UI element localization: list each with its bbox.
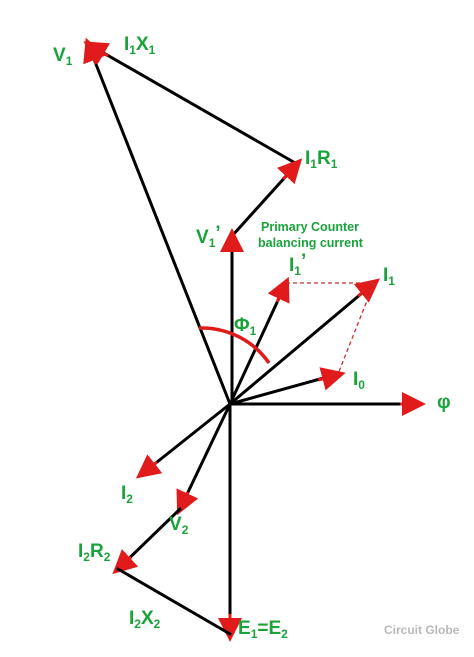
i1-phasor-line	[228, 281, 376, 406]
v1-phasor-line	[86, 42, 232, 406]
dashed-i1-i0	[337, 282, 375, 375]
i2x2-drop-line	[116, 567, 232, 636]
i0-arrow	[317, 367, 346, 391]
i1x1-drop-line	[86, 42, 299, 166]
label-v1: V1	[53, 45, 73, 68]
label-phi1: Φ1	[234, 315, 257, 338]
label-i0: I0	[353, 369, 365, 392]
label-i1: I1	[383, 265, 395, 288]
i1-arrow	[353, 278, 381, 303]
label-i1-prime: I1’	[289, 251, 306, 278]
watermark: Circuit Globe	[384, 623, 460, 637]
label-i1r1: I1R1	[305, 148, 338, 171]
i2r2-arrow	[112, 549, 139, 575]
i1x1-arrow	[83, 41, 111, 64]
label-v2: V2	[169, 514, 189, 537]
v2-arrow	[176, 488, 199, 516]
i1r1-arrow	[276, 158, 303, 185]
label-i2x2: I2X2	[129, 608, 161, 631]
label-i1x1: I1X1	[124, 34, 156, 57]
label-counter-line1: Primary Counter	[261, 220, 359, 234]
i2-arrow	[135, 454, 163, 479]
label-counter-line2: balancing current	[258, 236, 364, 250]
label-flux: φ	[437, 392, 451, 413]
phi1-angle-arc	[198, 326, 271, 365]
i1-prime-arrow	[267, 276, 290, 304]
label-v1-prime: V1’	[196, 223, 221, 250]
label-e1-e2: E1=E2	[238, 618, 288, 641]
label-i2r2: I2R2	[78, 541, 111, 564]
label-i2: I2	[121, 483, 133, 506]
